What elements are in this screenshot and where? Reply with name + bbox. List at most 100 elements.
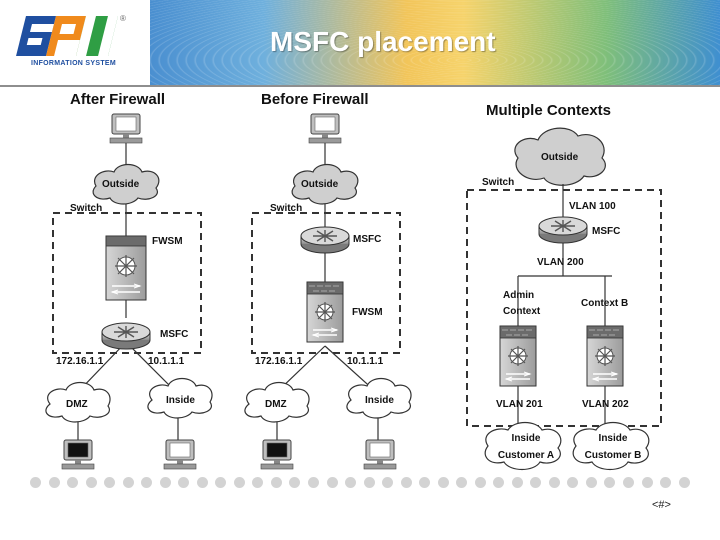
footer-dot [67,477,79,488]
after-internet-pc-icon [109,113,143,144]
multi-customer-b-cloud-icon [572,421,650,471]
footer-dot [511,477,523,488]
multi-msfc-router-icon [538,216,588,244]
before-inside-pc-icon [363,439,397,470]
after-ip-right: 10.1.1.1 [148,356,185,367]
multi-vlan100-label: VLAN 100 [569,201,616,212]
footer-dot [326,477,338,488]
before-firewall-heading: Before Firewall [261,91,369,108]
multi-context-b-label: Context B [581,298,629,309]
after-dmz-label: DMZ [66,399,88,410]
after-msfc-label: MSFC [160,329,189,340]
after-inside-label: Inside [166,395,195,406]
after-switch-boundary [52,212,202,354]
page-title: MSFC placement [270,26,496,57]
footer-dot [141,477,153,488]
footer-dot [233,477,245,488]
after-outside-label: Outside [102,179,140,190]
before-switch-label: Switch [270,203,303,214]
multi-admin-context-label-line1: Admin [503,290,535,301]
before-inside-cloud-icon [346,377,412,419]
footer-dot [567,477,579,488]
before-dmz-pc-icon [260,439,294,470]
after-inside-cloud-icon [147,377,213,419]
multi-switch-boundary [466,189,662,427]
footer-dot [400,477,412,488]
logo-area: INFORMATION SYSTEM ® [0,0,150,86]
before-outside-label: Outside [301,179,339,190]
before-ip-right: 10.1.1.1 [347,356,384,367]
footer-dot [215,477,227,488]
multi-customer-a-label-line1: Inside [511,433,541,444]
footer-dot [196,477,208,488]
footer-dot [382,477,394,488]
after-inside-pc-icon [163,439,197,470]
footer-dot [548,477,560,488]
footer-dot [159,477,171,488]
footer-dot [85,477,97,488]
footer-dot [289,477,301,488]
after-dmz-cloud-icon [45,381,111,423]
logo-subtitle: INFORMATION SYSTEM [31,60,116,67]
before-firewall-diagram [244,113,412,470]
after-firewall-diagram [45,113,213,470]
after-outside-cloud-icon [92,163,160,205]
before-internet-pc-icon [308,113,342,144]
before-msfc-label: MSFC [353,234,382,245]
footer-dot [641,477,653,488]
footer-dot [122,477,134,488]
multi-customer-b-label-line1: Inside [598,433,628,444]
footer-dot [270,477,282,488]
footer-dot [604,477,616,488]
multi-vlan200-label: VLAN 200 [537,257,584,268]
footer-dot [437,477,449,488]
footer-dot [30,477,41,488]
footer-dot [530,477,542,488]
multi-vlan201-label: VLAN 201 [496,399,543,410]
after-fwsm-switch-icon [105,235,147,301]
footer-dot [660,477,672,488]
after-firewall-heading: After Firewall [70,91,166,108]
footer-dot [252,477,264,488]
before-fwsm-firewall-icon [306,281,344,343]
multi-outside-cloud-icon [514,127,606,186]
footer-dot [419,477,431,488]
multi-vlan202-label: VLAN 202 [582,399,629,410]
footer-dot [678,477,690,488]
footer-dot [456,477,468,488]
header-banner [150,0,720,86]
fpt-logo [16,16,118,56]
header-divider [0,85,720,87]
footer-dot [48,477,60,488]
footer-dot [178,477,190,488]
page-number: <#> [652,499,671,511]
after-dmz-pc-icon [61,439,95,470]
footer-dot [345,477,357,488]
before-outside-cloud-icon [291,163,359,205]
multi-msfc-label: MSFC [592,226,621,237]
multi-customer-b-label-line2: Customer B [584,450,642,461]
header: INFORMATION SYSTEM ® MSFC placement [0,0,720,88]
after-msfc-router-icon [101,322,151,350]
logo-registered-mark: ® [120,14,126,23]
footer-dot [307,477,319,488]
before-dmz-cloud-icon [244,381,310,423]
multi-outside-label: Outside [541,152,579,163]
multiple-contexts-heading: Multiple Contexts [486,102,612,119]
footer-dot [104,477,116,488]
before-dmz-label: DMZ [265,399,287,410]
multiple-contexts-diagram [466,127,662,471]
multi-customer-a-cloud-icon [484,421,562,471]
multi-context-b-firewall-icon [586,325,624,387]
before-fwsm-label: FWSM [352,307,383,318]
footer-dot [585,477,597,488]
footer-dot [623,477,634,488]
multi-switch-label: Switch [482,177,515,188]
footer-dot [474,477,486,488]
after-fwsm-label: FWSM [152,236,183,247]
before-switch-boundary [251,212,401,354]
footer-dot [493,477,505,488]
footer-dot-row [30,477,690,491]
footer-dot [363,477,375,488]
